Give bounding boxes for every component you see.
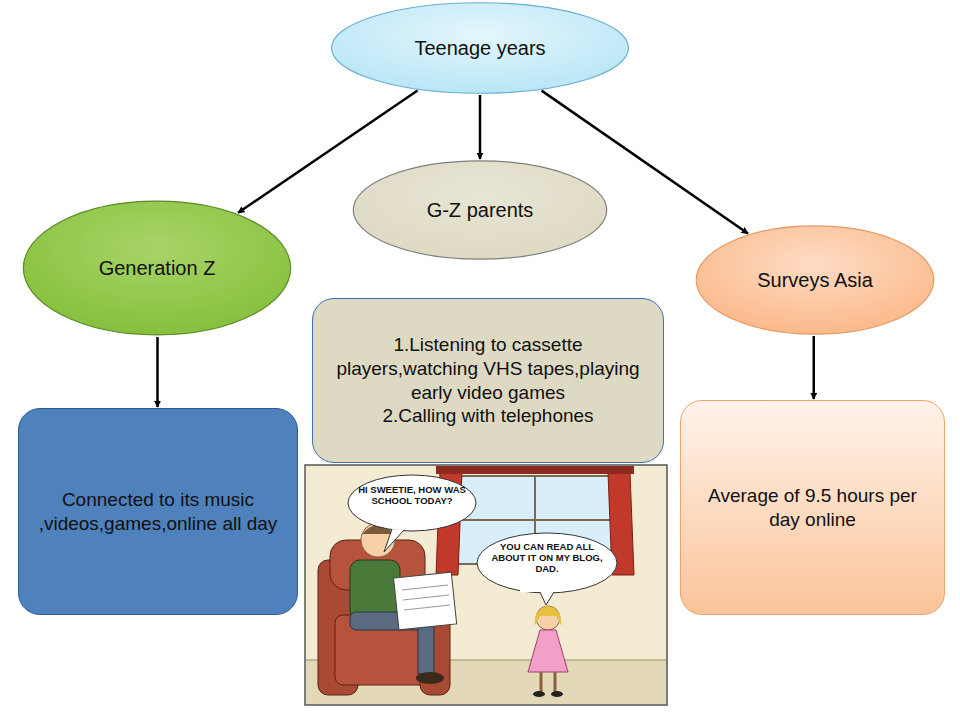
- text-area: Teenage years: [375, 16, 585, 80]
- node-text: Teenage years: [414, 36, 545, 61]
- speech-text: YOU CAN READ ALL ABOUT IT ON MY BLOG, DA…: [487, 542, 607, 575]
- node-text: Generation Z: [99, 256, 216, 281]
- text-area: 1.Listening to cassette players,watching…: [327, 309, 649, 452]
- node-text: Surveys Asia: [757, 268, 873, 293]
- arrow-connector: [479, 95, 482, 159]
- group-ellipse: Generation Z: [22, 200, 292, 336]
- arrow-connector: [156, 337, 159, 407]
- node-text: 1.Listening to cassette players,watching…: [327, 333, 649, 404]
- info-box: 1.Listening to cassette players,watching…: [312, 298, 664, 463]
- text-area: Generation Z: [63, 220, 252, 315]
- topic-ellipse: Teenage years: [330, 2, 630, 94]
- arrow-connector: [813, 336, 816, 399]
- info-box: Average of 9.5 hours per day online: [680, 400, 945, 615]
- group-ellipse: Surveys Asia: [695, 225, 935, 335]
- node-text: G-Z parents: [427, 198, 534, 223]
- text-area: Surveys Asia: [731, 242, 899, 319]
- node-text: Average of 9.5 hours per day online: [695, 484, 930, 532]
- text-area: Connected to its music ,videos,games,onl…: [33, 419, 283, 604]
- node-text: 2.Calling with telephones: [382, 404, 593, 428]
- text-area: Average of 9.5 hours per day online: [695, 411, 930, 604]
- info-box: Connected to its music ,videos,games,onl…: [18, 408, 298, 615]
- node-text: Connected to its music ,videos,games,onl…: [33, 488, 283, 536]
- speech-text: HI SWEETIE, HOW WAS SCHOOL TODAY?: [356, 485, 468, 507]
- group-ellipse: G-Z parents: [352, 160, 608, 260]
- text-area: G-Z parents: [390, 175, 569, 245]
